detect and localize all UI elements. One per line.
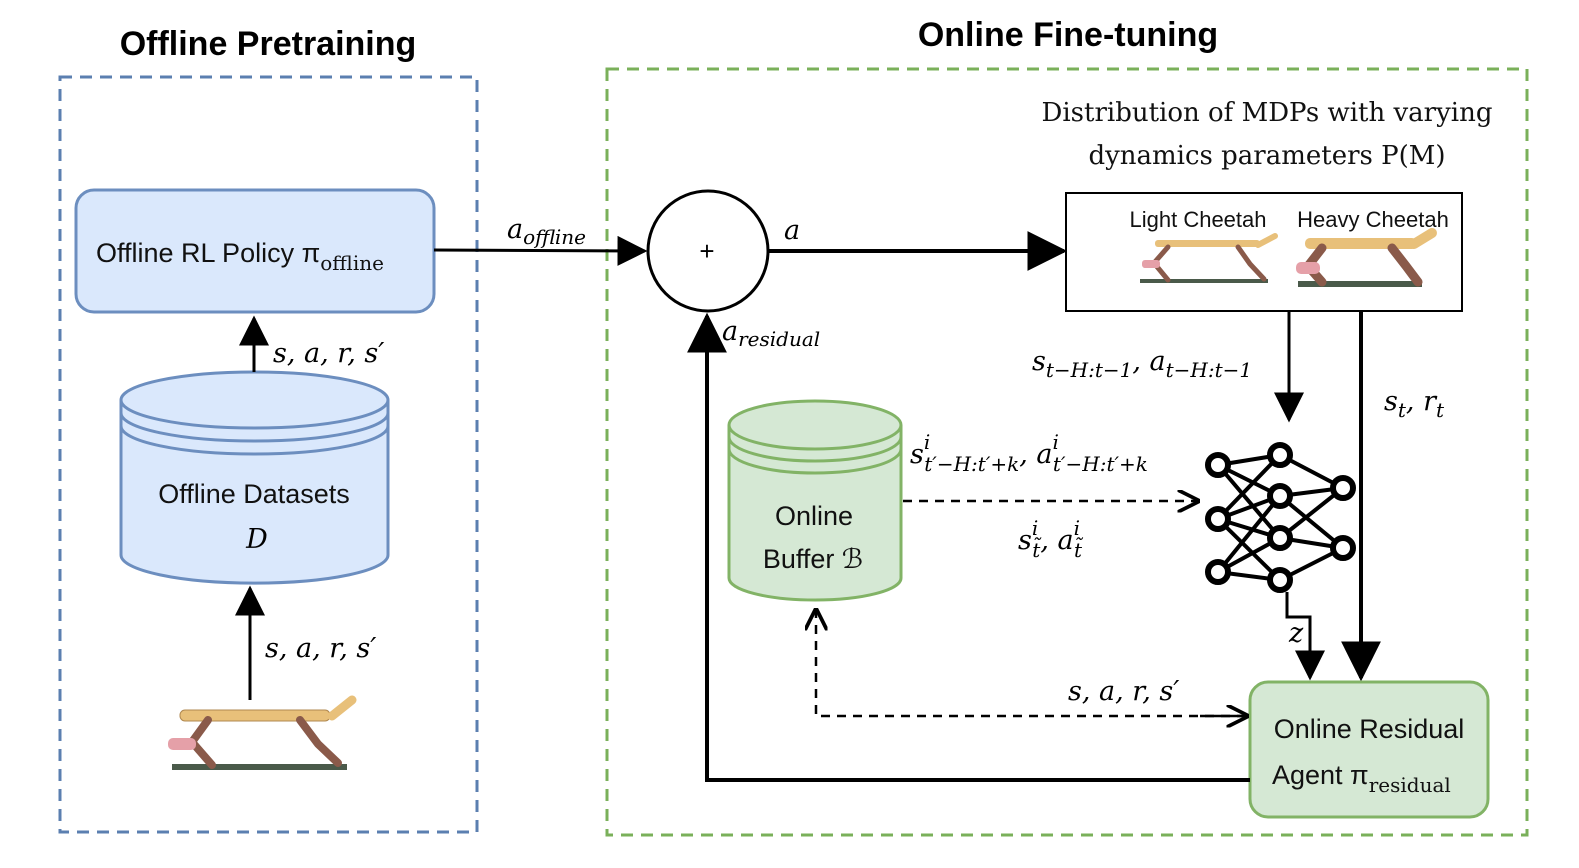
offline-dataset-label: Offline Datasets <box>158 479 350 509</box>
sum-node: + <box>646 189 770 313</box>
latent-z-label: z <box>1288 618 1304 649</box>
history-state-label: s <box>1032 346 1046 377</box>
offline-section-frame <box>58 75 479 834</box>
offline-dataset-symbol: D <box>245 524 268 555</box>
heavy-cheetah-label: Heavy Cheetah <box>1297 207 1449 232</box>
offline-cheetah-image <box>168 695 357 770</box>
residual-agent-label-line2: Agent π <box>1272 760 1369 790</box>
buffer-sample-state: s <box>910 439 924 470</box>
encoder-to-residual-arrow <box>1285 592 1325 681</box>
buffer-query-action: , a <box>1040 525 1073 556</box>
buffer-sample-state-sub: t′−H:t′+k <box>924 452 1019 476</box>
residual-agent-label-line1: Online Residual <box>1274 714 1465 744</box>
history-action-subscript: t−H:t−1 <box>1166 358 1253 382</box>
online-buffer-cylinder: Online Buffer ℬ <box>727 399 903 602</box>
reward-subscript: t <box>1436 398 1445 422</box>
light-cheetah-label: Light Cheetah <box>1130 207 1267 232</box>
buffer-query-action-sup: i <box>1074 516 1080 540</box>
online-buffer-label-line2: Buffer ℬ <box>763 544 863 574</box>
svg-text:sit̃, ait̃: sit̃, ait̃ <box>1018 516 1084 562</box>
residual-agent-subscript: residual <box>1369 773 1451 797</box>
agent-to-buffer-arrow <box>816 610 1246 718</box>
residual-to-sum-arrow <box>687 312 1250 782</box>
a-residual-label: a <box>722 316 738 347</box>
offline-policy-label: Offline RL Policy π <box>96 238 320 268</box>
offline-dataset-cylinder: Offline Datasets D <box>119 370 390 585</box>
offline-policy-subscript: offline <box>320 251 384 275</box>
buffer-sample-state-sup: i <box>924 430 930 454</box>
a-offline-label: a <box>507 214 523 245</box>
buffer-query-state: s <box>1018 525 1032 556</box>
sum-symbol: + <box>699 236 714 266</box>
buffer-query-action-sub: t̃ <box>1074 536 1084 562</box>
online-transition-label: s, a, r, s′ <box>1068 676 1179 707</box>
history-state-subscript: t−H:t−1 <box>1046 358 1133 382</box>
a-residual-subscript: residual <box>738 327 820 351</box>
buffer-sample-action-sub: t′−H:t′+k <box>1053 452 1148 476</box>
residual-agent-box: Online Residual Agent πresidual <box>1248 680 1490 819</box>
mdp-caption-line1: Distribution of MDPs with varying <box>1042 98 1493 128</box>
online-buffer-label-line1: Online <box>775 501 853 531</box>
a-offline-subscript: offline <box>523 225 586 249</box>
transition-lower-label: s, a, r, s′ <box>265 633 376 664</box>
svg-text:aoffline: aoffline <box>507 214 586 249</box>
online-section-frame <box>605 67 1529 837</box>
svg-text:Agent πresidual: Agent πresidual <box>1272 760 1451 797</box>
buffer-query-state-sub: t̃ <box>1032 536 1042 562</box>
history-action-label: , a <box>1132 346 1165 377</box>
state-subscript: t <box>1398 398 1407 422</box>
heavy-cheetah-image <box>1296 228 1437 287</box>
transition-upper-label: s, a, r, s′ <box>273 338 384 369</box>
context-encoder-network <box>1205 442 1356 593</box>
svg-text:sit′−H:t′+k, ait′−H:t′+k: sit′−H:t′+k, ait′−H:t′+k <box>910 430 1148 476</box>
svg-text:Offline RL Policy πoffline: Offline RL Policy πoffline <box>96 238 384 275</box>
buffer-sample-action-sup: i <box>1053 430 1059 454</box>
reward-label: , r <box>1406 386 1438 417</box>
buffer-sample-action: , a <box>1019 439 1052 470</box>
environment-box: Light Cheetah Heavy Cheetah <box>1065 192 1463 312</box>
svg-text:aresidual: aresidual <box>722 316 820 351</box>
svg-text:st−H:t−1, at−H:t−1: st−H:t−1, at−H:t−1 <box>1032 346 1252 382</box>
offline-section-title: Offline Pretraining <box>120 25 417 63</box>
svg-text:st, rt: st, rt <box>1384 386 1445 422</box>
policy-to-sum-arrow <box>433 235 648 266</box>
state-label: s <box>1384 386 1398 417</box>
online-section-title: Online Fine-tuning <box>918 16 1218 54</box>
buffer-query-state-sup: i <box>1032 516 1038 540</box>
mdp-caption-line2: dynamics parameters P(M) <box>1088 141 1445 171</box>
action-label: a <box>784 215 800 246</box>
offline-policy-box: Offline RL Policy πoffline <box>74 188 436 314</box>
light-cheetah-image <box>1140 233 1278 283</box>
